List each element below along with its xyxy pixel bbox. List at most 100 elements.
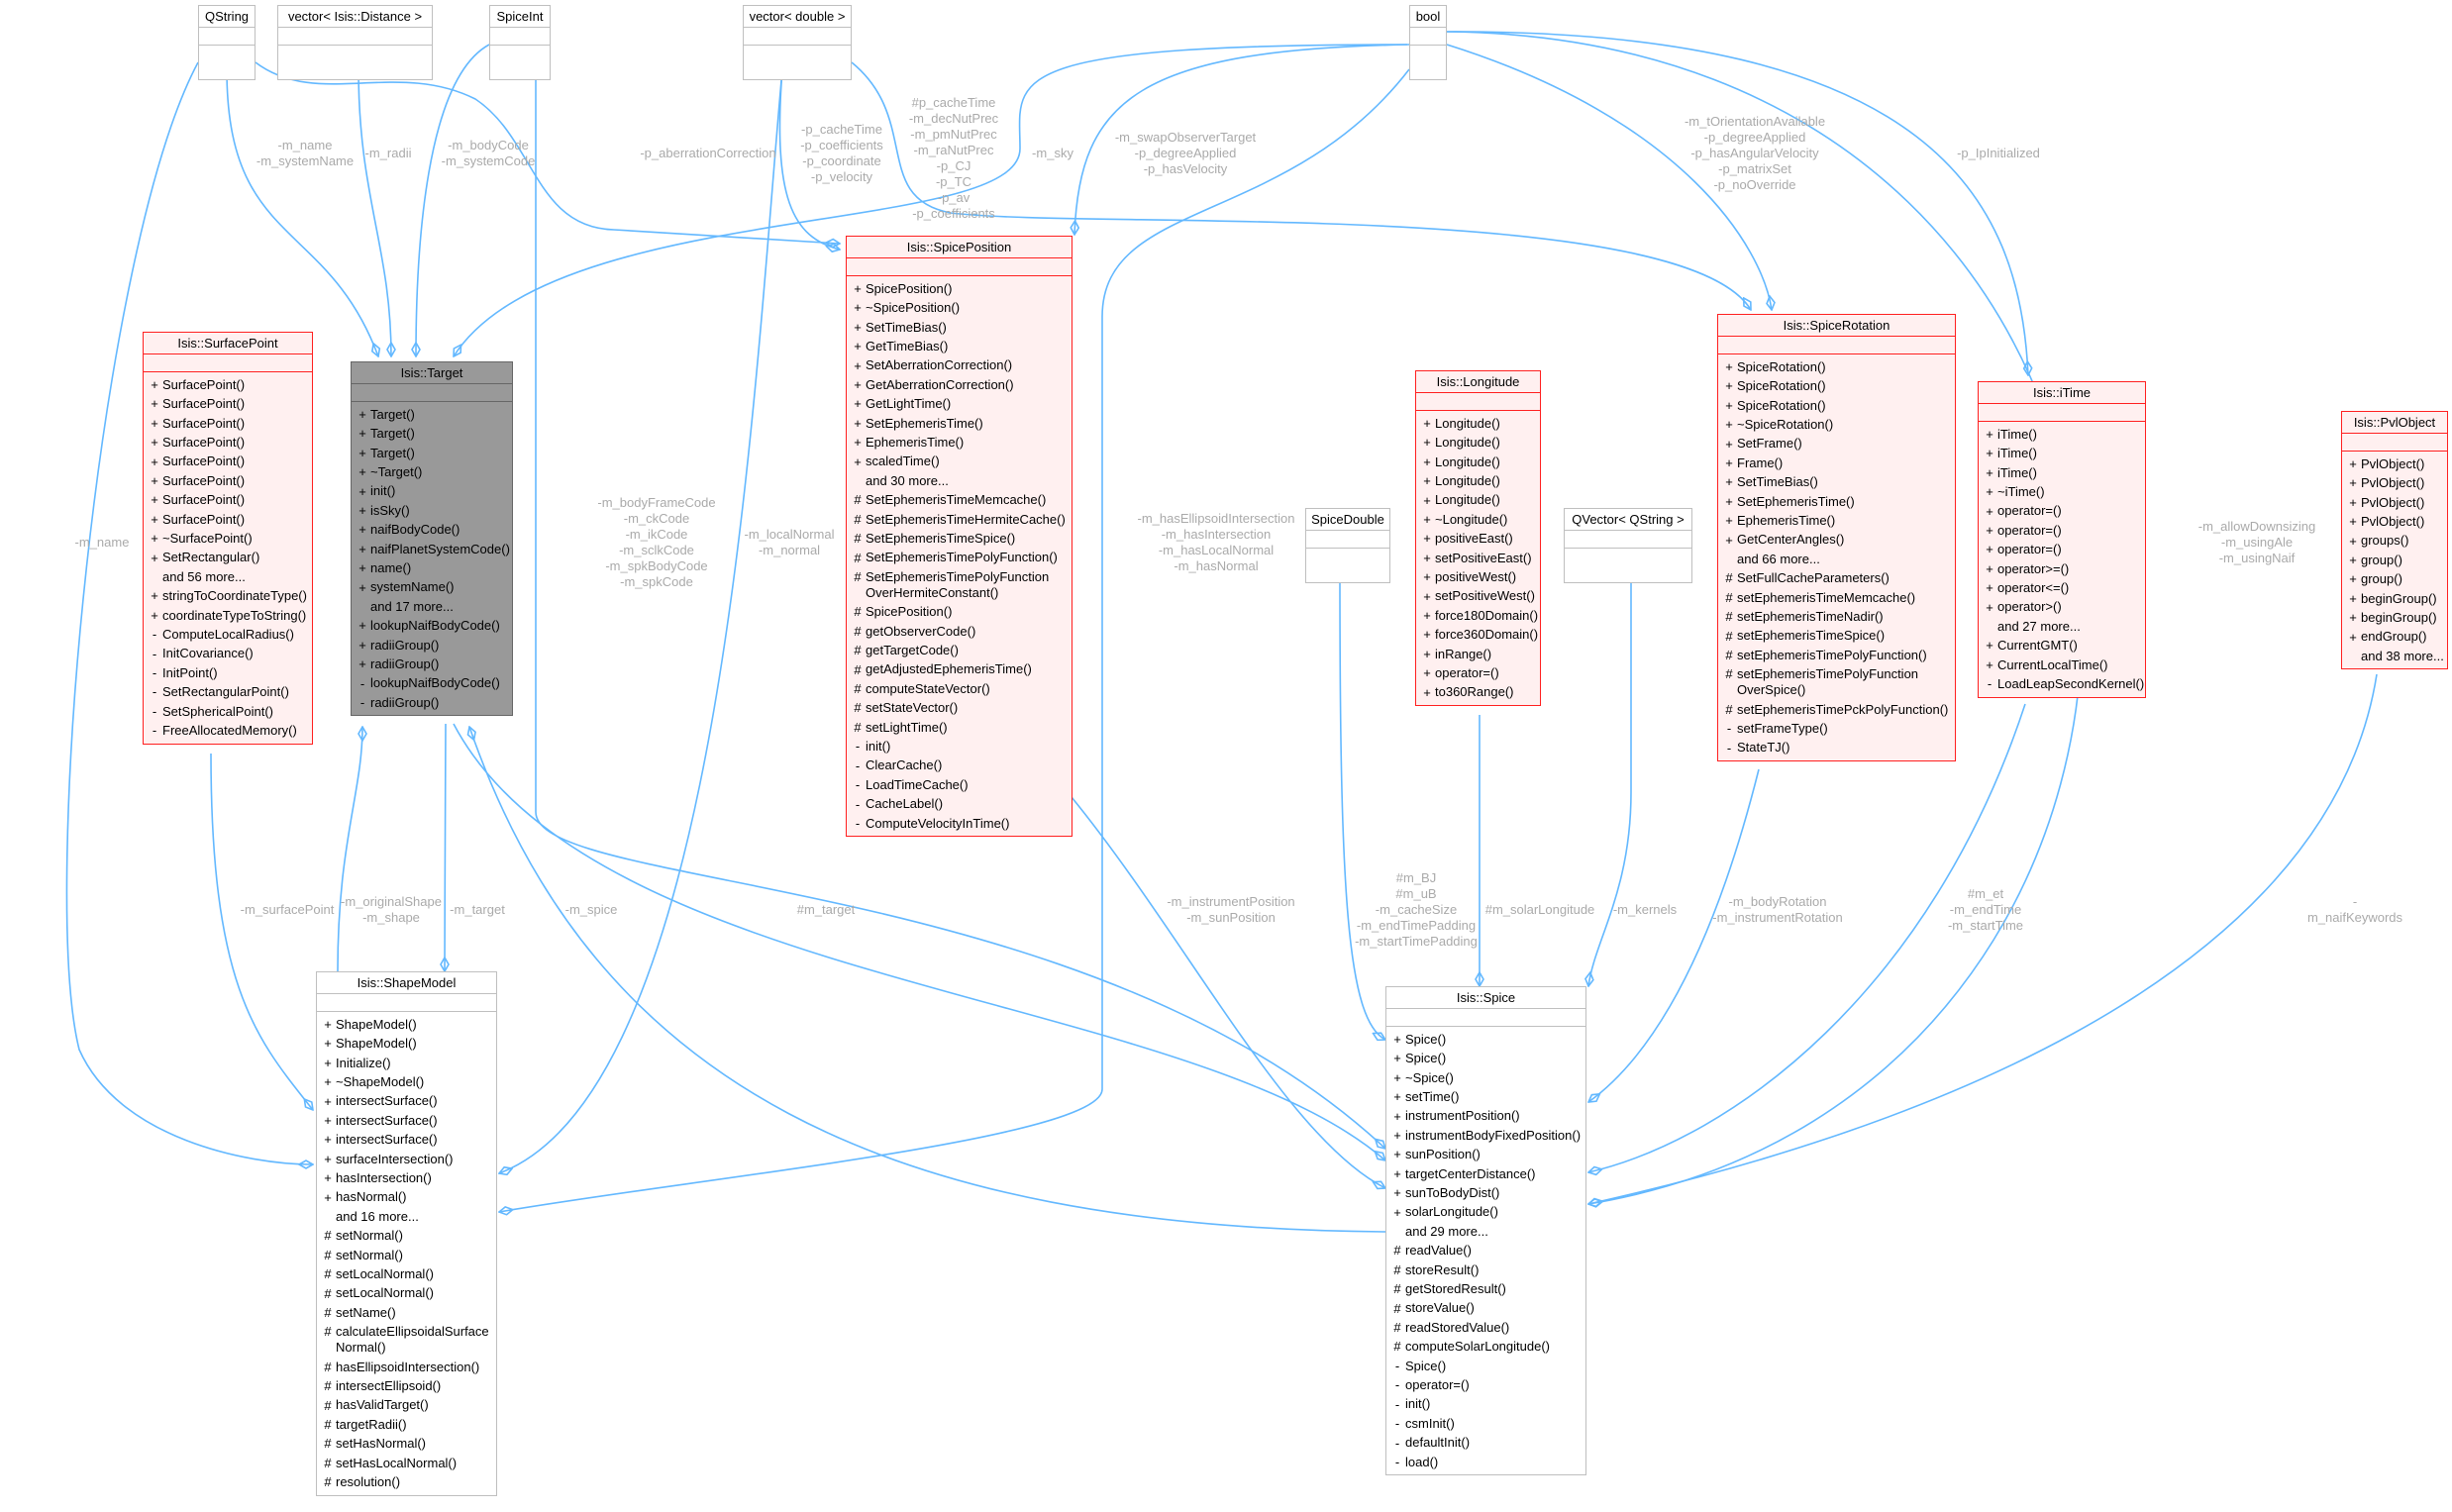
member-row[interactable]: +SetFrame() [1718,435,1955,454]
member-row[interactable]: +SetEphemerisTime() [1718,492,1955,511]
member-row[interactable]: #readStoredValue() [1386,1318,1585,1337]
member-row[interactable]: +sunPosition() [1386,1145,1585,1163]
member-row[interactable]: +solarLongitude() [1386,1203,1585,1222]
member-row[interactable]: #setLocalNormal() [317,1284,496,1303]
member-row[interactable]: -operator=() [1386,1375,1585,1394]
member-row[interactable]: +~SurfacePoint() [144,529,312,548]
member-row[interactable]: +name() [352,558,512,577]
member-row[interactable]: +naifBodyCode() [352,520,512,539]
member-row[interactable]: -defaultInit() [1386,1434,1585,1453]
member-row[interactable]: +operator=() [1979,540,2145,558]
member-row[interactable]: +ShapeModel() [317,1015,496,1034]
member-row[interactable]: +Longitude() [1416,453,1540,471]
member-row[interactable]: -SetSphericalPoint() [144,702,312,721]
member-row[interactable]: +endGroup() [2342,628,2447,647]
member-row[interactable]: +EphemerisTime() [847,433,1072,452]
member-row[interactable]: +Spice() [1386,1049,1585,1067]
member-row[interactable]: #computeSolarLongitude() [1386,1337,1585,1356]
member-row[interactable]: #setNormal() [317,1226,496,1245]
member-row[interactable]: +hasNormal() [317,1188,496,1207]
class-spiceint[interactable]: SpiceInt [489,5,551,80]
member-row[interactable]: +Longitude() [1416,471,1540,490]
class-vector-distance[interactable]: vector< Isis::Distance > [277,5,433,80]
member-row[interactable]: +GetAberrationCorrection() [847,375,1072,394]
member-row[interactable]: -StateTJ() [1718,739,1955,757]
class-shapemodel[interactable]: Isis::ShapeModel+ShapeModel()+ShapeModel… [316,971,497,1496]
member-row[interactable]: +PvlObject() [2342,454,2447,473]
member-row[interactable]: +SurfacePoint() [144,510,312,529]
class-longitude[interactable]: Isis::Longitude+Longitude()+Longitude()+… [1415,370,1541,707]
member-row[interactable]: -CacheLabel() [847,795,1072,814]
member-row[interactable]: +CurrentGMT() [1979,636,2145,655]
member-row[interactable]: +systemName() [352,578,512,597]
member-row[interactable]: #setLocalNormal() [317,1264,496,1283]
member-row[interactable]: +operator=() [1979,521,2145,540]
member-row[interactable]: +GetCenterAngles() [1718,531,1955,550]
member-row[interactable]: #SetFullCacheParameters() [1718,568,1955,587]
class-surfacepoint[interactable]: Isis::SurfacePoint+SurfacePoint()+Surfac… [143,332,313,745]
member-row[interactable]: and 29 more... [1386,1222,1585,1241]
member-row[interactable]: +beginGroup() [2342,608,2447,627]
member-row[interactable]: +to360Range() [1416,683,1540,702]
member-row[interactable]: #getAdjustedEphemerisTime() [847,660,1072,679]
member-row[interactable]: +SpiceRotation() [1718,357,1955,376]
member-row[interactable]: #SetEphemerisTimePolyFunction() [847,549,1072,567]
member-row[interactable]: -init() [847,737,1072,756]
member-row[interactable]: -Spice() [1386,1357,1585,1375]
class-spicerotation[interactable]: Isis::SpiceRotation+SpiceRotation()+Spic… [1717,314,1956,762]
class-qstring[interactable]: QString [198,5,255,80]
member-row[interactable]: +instrumentPosition() [1386,1107,1585,1126]
member-row[interactable]: +SpiceRotation() [1718,376,1955,395]
member-row[interactable]: +group() [2342,551,2447,569]
member-row[interactable]: -ComputeLocalRadius() [144,625,312,644]
member-row[interactable]: +Longitude() [1416,433,1540,452]
member-row[interactable]: +GetTimeBias() [847,337,1072,355]
member-row[interactable]: +intersectSurface() [317,1130,496,1149]
member-row[interactable]: -lookupNaifBodyCode() [352,674,512,693]
member-row[interactable]: +beginGroup() [2342,589,2447,608]
member-row[interactable]: +iTime() [1979,444,2145,462]
member-row[interactable]: +~SpicePosition() [847,298,1072,317]
member-row[interactable]: +operator>() [1979,598,2145,617]
member-row[interactable]: +operator>=() [1979,559,2145,578]
member-row[interactable]: #SetEphemerisTimeMemcache() [847,490,1072,509]
member-row[interactable]: +~ShapeModel() [317,1072,496,1091]
member-row[interactable]: +Target() [352,405,512,424]
member-row[interactable]: +EphemerisTime() [1718,511,1955,530]
member-row[interactable]: +SpicePosition() [847,279,1072,298]
member-row[interactable]: #setEphemerisTimeMemcache() [1718,588,1955,607]
member-row[interactable]: +SurfacePoint() [144,471,312,490]
member-row[interactable]: -init() [1386,1395,1585,1414]
member-row[interactable]: #computeStateVector() [847,679,1072,698]
member-row[interactable]: #hasEllipsoidIntersection() [317,1358,496,1376]
member-row[interactable]: +CurrentLocalTime() [1979,655,2145,674]
member-row[interactable]: #setEphemerisTimePolyFunction() [1718,646,1955,664]
class-bool[interactable]: bool [1409,5,1447,80]
member-row[interactable]: #resolution() [317,1472,496,1491]
member-row[interactable]: +PvlObject() [2342,512,2447,531]
member-row[interactable]: #SetEphemerisTimeHermiteCache() [847,510,1072,529]
member-row[interactable]: +stringToCoordinateType() [144,586,312,605]
member-row[interactable]: +~Longitude() [1416,510,1540,529]
member-row[interactable]: +instrumentBodyFixedPosition() [1386,1126,1585,1145]
member-row[interactable]: #setNormal() [317,1246,496,1264]
member-row[interactable]: #storeValue() [1386,1299,1585,1318]
member-row[interactable]: +SetTimeBias() [847,318,1072,337]
member-row[interactable]: +Target() [352,444,512,462]
class-qvector-qstring[interactable]: QVector< QString > [1564,508,1692,583]
member-row[interactable]: +iTime() [1979,425,2145,444]
member-row[interactable]: +init() [352,482,512,501]
member-row[interactable]: +isSky() [352,501,512,520]
member-row[interactable]: +scaledTime() [847,453,1072,471]
member-row[interactable]: and 56 more... [144,567,312,586]
member-row[interactable]: +SetAberrationCorrection() [847,356,1072,375]
member-row[interactable]: and 66 more... [1718,550,1955,568]
member-row[interactable]: +operator<=() [1979,578,2145,597]
member-row[interactable]: and 30 more... [847,471,1072,490]
member-row[interactable]: -InitPoint() [144,663,312,682]
member-row[interactable]: #setEphemerisTimePckPolyFunction() [1718,700,1955,719]
member-row[interactable]: #getObserverCode() [847,622,1072,641]
member-row[interactable]: -setFrameType() [1718,719,1955,738]
member-row[interactable]: +radiiGroup() [352,655,512,673]
member-row[interactable]: -ClearCache() [847,756,1072,775]
